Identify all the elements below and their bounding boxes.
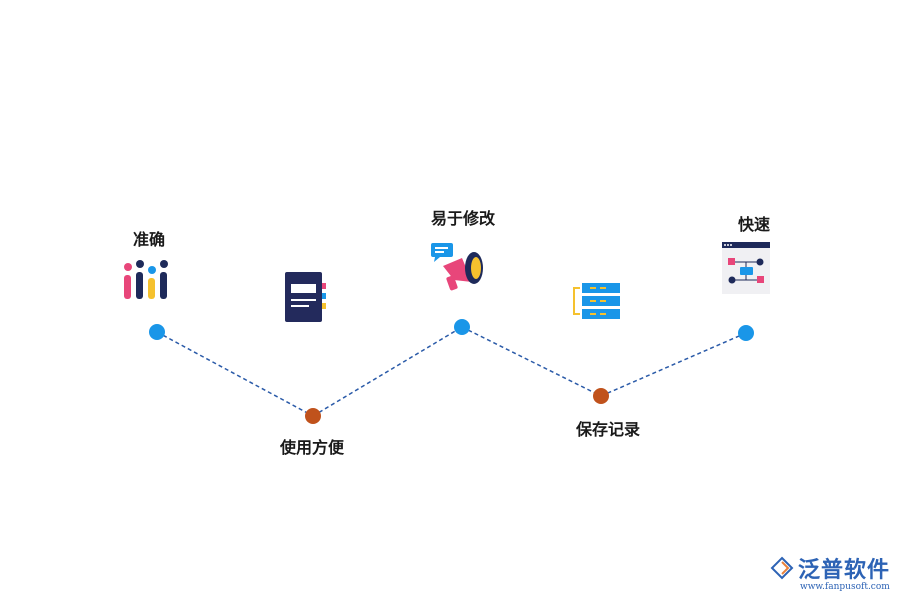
brand-logo: 泛普软件 — [770, 552, 890, 584]
node-label-4: 保存记录 — [576, 420, 641, 439]
node-label-5: 快速 — [738, 215, 771, 234]
connector-2 — [312, 326, 463, 417]
node-dot-5 — [738, 325, 754, 341]
server-icon — [573, 283, 620, 319]
logo-url: www.fanpusoft.com — [800, 582, 890, 592]
connector-4 — [600, 332, 747, 397]
node-label-2: 使用方便 — [280, 438, 345, 457]
connector-1 — [156, 331, 314, 417]
node-dot-2 — [305, 408, 321, 424]
notebook-icon — [285, 272, 326, 322]
logo-icon — [770, 556, 794, 580]
bar-chart-icon — [124, 260, 168, 299]
node-label-3: 易于修改 — [431, 209, 496, 228]
connector-3 — [461, 326, 602, 397]
megaphone-icon — [431, 243, 483, 291]
node-label-1: 准确 — [133, 230, 166, 249]
flowchart-icon — [722, 242, 770, 294]
logo-name: 泛普软件 — [798, 558, 891, 583]
node-dot-1 — [149, 324, 165, 340]
node-dot-3 — [454, 319, 470, 335]
node-dot-4 — [593, 388, 609, 404]
